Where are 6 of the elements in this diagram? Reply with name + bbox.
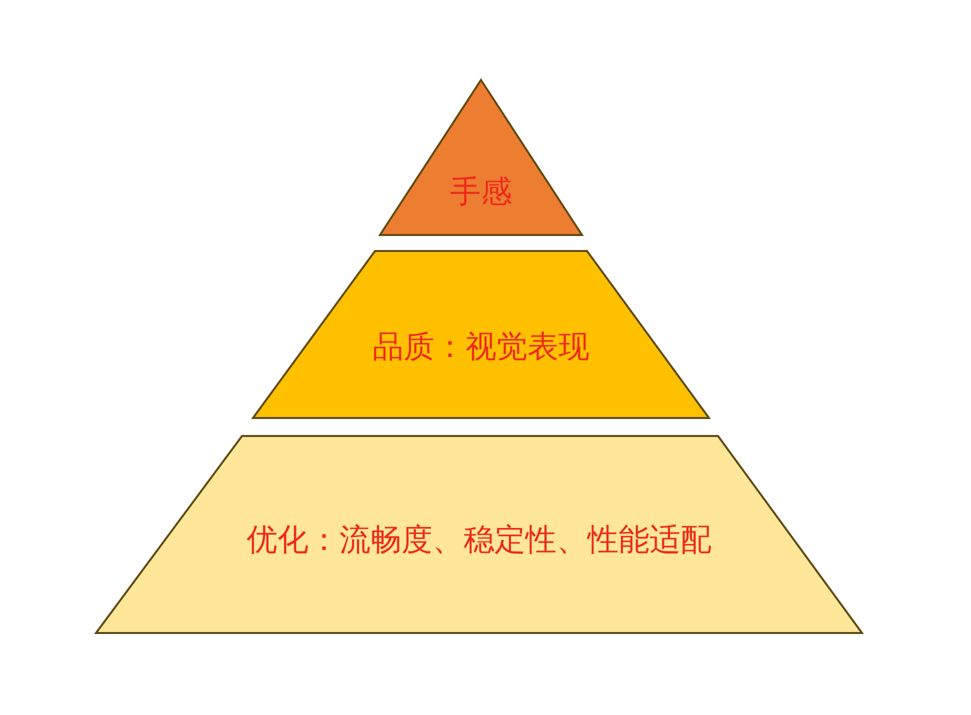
tier-label: 品质：视觉表现: [372, 328, 590, 367]
pyramid-middle-tier: [253, 251, 709, 418]
tier-label: 手感: [450, 173, 512, 212]
pyramid-base-tier: [96, 436, 862, 633]
tier-label: 优化：流畅度、稳定性、性能适配: [246, 521, 712, 560]
pyramid-top-triangle: [380, 80, 582, 235]
